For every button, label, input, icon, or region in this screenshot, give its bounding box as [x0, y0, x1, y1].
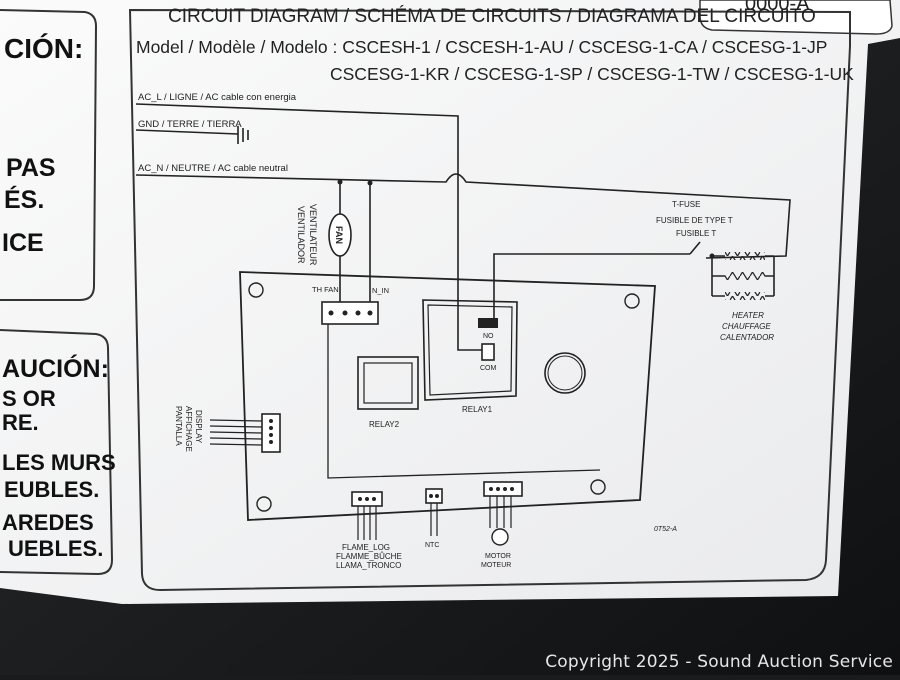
relay2-label: RELAY2 [369, 420, 400, 429]
flame-log-connector [351, 491, 383, 540]
sticker-sheet [0, 0, 900, 604]
mount-hole [256, 496, 272, 512]
control-board [239, 271, 656, 521]
round-component-inner [547, 355, 583, 391]
relay1 [422, 299, 518, 401]
th-fan-label: TH FAN [312, 285, 339, 294]
motor-connector [483, 481, 523, 546]
warning-line: RE. [2, 410, 39, 435]
mount-hole [248, 282, 264, 298]
heater-element [725, 272, 765, 280]
tfuse-label: T-FUSE [672, 200, 700, 209]
part-code-box: 0000-A [699, 0, 893, 35]
warning-line: AUCIÓN: [2, 353, 109, 383]
relay2 [357, 356, 419, 410]
model-line-2: CSCESG-1-KR / CSCESG-1-SP / CSCESG-1-TW … [330, 64, 854, 84]
warning-line: LES MURS [2, 450, 116, 475]
board-trace [327, 310, 601, 479]
heater-element [725, 252, 765, 260]
warning-line: ICE [2, 229, 44, 257]
motor-label: MOTEUR [481, 562, 511, 569]
round-component [544, 352, 586, 394]
n-in-label: N_IN [372, 286, 389, 295]
warning-line: AREDES [2, 510, 94, 535]
warning-box-top: CIÓN: PAS ÉS. ICE [0, 9, 98, 301]
display-connector [209, 413, 281, 453]
warning-line: CIÓN: [4, 33, 83, 64]
junction-dot [709, 253, 715, 259]
display-label: PANTALLA [174, 406, 183, 446]
display-label: DISPLAY [194, 410, 203, 444]
fan-connector [321, 301, 379, 325]
heater-label: HEATER [732, 311, 764, 320]
warning-line: EUBLES. [4, 477, 99, 502]
warning-line: S OR [2, 386, 56, 411]
heater-label: CHAUFFAGE [722, 322, 771, 331]
no-label: NO [483, 333, 494, 340]
ntc-connector [425, 488, 443, 536]
flame-label: FLAME_LOG [342, 543, 390, 552]
fan-motor: FAN [328, 213, 352, 257]
warning-line: PAS [6, 154, 56, 182]
junction-dot [337, 179, 343, 185]
diagram-frame [128, 8, 851, 592]
fan-label: VENTILADOR [296, 206, 306, 264]
board-code-label: 0T52-A [654, 526, 677, 533]
relay1-label: RELAY1 [462, 405, 493, 414]
junction-dot [367, 180, 373, 186]
flame-label: LLAMA_TRONCO [336, 561, 401, 570]
model-line-1: Model / Modèle / Modelo : CSCESH-1 / CSC… [136, 37, 827, 57]
gnd-label: GND / TERRE / TIERRA [138, 119, 242, 130]
fan-label: VENTILATEUR [308, 204, 318, 266]
warning-box-bottom: AUCIÓN: S OR RE. LES MURS EUBLES. AREDES… [0, 329, 116, 576]
heater-element [725, 292, 765, 300]
circuit-wiring [135, 103, 791, 351]
mount-hole [590, 479, 606, 495]
ntc-label: NTC [425, 542, 439, 549]
heater-label: CALENTADOR [720, 333, 774, 342]
diagram-header: CIRCUIT DIAGRAM / SCHÉMA DE CIRCUITS / D… [168, 6, 816, 27]
ac-line-label: AC_L / LIGNE / AC cable con energia [138, 92, 297, 103]
display-label: AFFICHAGE [184, 406, 193, 452]
mount-hole [624, 293, 640, 309]
tfuse-label: FUSIBLE DE TYPE T [656, 216, 733, 225]
flame-label: FLAMME_BÛCHE [336, 552, 402, 561]
com-label: COM [480, 365, 497, 372]
warning-line: ÉS. [4, 185, 44, 214]
warning-line: UEBLES. [8, 536, 103, 561]
ac-neutral-label: AC_N / NEUTRE / AC cable neutral [138, 163, 288, 174]
motor-label: MOTOR [485, 553, 511, 560]
tfuse-label: FUSIBLE T [676, 229, 716, 238]
copyright-watermark: Copyright 2025 - Sound Auction Service [545, 652, 893, 672]
fan-text: FAN [334, 226, 344, 244]
